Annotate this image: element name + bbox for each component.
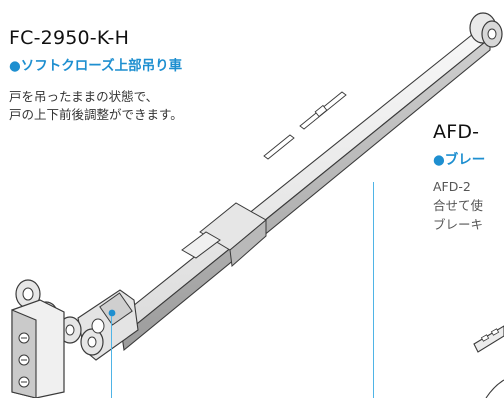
right-model-title: AFD- — [433, 121, 480, 143]
roller-assembly — [11, 279, 139, 398]
right-description-line-1: AFD-2 — [433, 179, 471, 194]
description-line-1: 戸を吊ったままの状態で、 — [9, 89, 159, 104]
callout-dot — [108, 309, 116, 317]
end-roller — [469, 12, 503, 48]
description-line-2: 戸の上下前後調整ができます。 — [9, 107, 183, 122]
right-subtitle: ●ブレー — [433, 152, 486, 168]
model-title: FC-2950-K-H — [9, 27, 130, 49]
product-subtitle: ●ソフトクローズ上部吊り車 — [9, 58, 183, 74]
right-description-line-3: ブレーキ — [433, 217, 484, 232]
brake-part — [473, 325, 504, 398]
guide-line-left — [111, 316, 113, 398]
guide-line-center — [373, 182, 375, 398]
rail-body — [107, 29, 491, 352]
right-description-line-2: 合せて使 — [433, 198, 484, 213]
